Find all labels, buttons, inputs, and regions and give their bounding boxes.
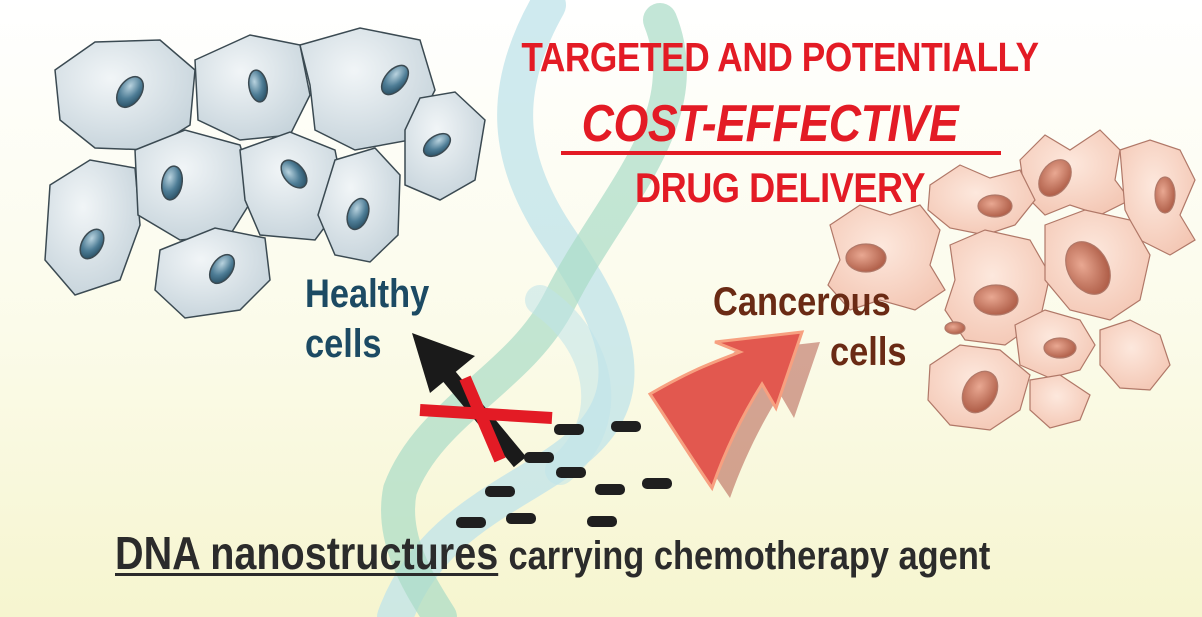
payload-dash: [642, 478, 672, 489]
cancer-cell: [1099, 319, 1171, 391]
cancer-nucleus: [977, 194, 1013, 218]
title-line-1: TARGETED AND POTENTIALLY: [521, 34, 1039, 80]
cancerous-cells-label-line-1: Cancerous: [713, 280, 891, 324]
payload-dash: [554, 424, 584, 435]
title-line-2: COST-EFFECTIVE: [581, 95, 959, 153]
payload-dash: [524, 452, 554, 463]
payload-dash: [587, 516, 617, 527]
cancerous-cells-cluster: [827, 129, 1196, 431]
cancer-cell: [1019, 129, 1131, 216]
dna-strand-blue-lower: [525, 285, 612, 485]
payload-dash: [456, 517, 486, 528]
caption-main: DNA nanostructures: [115, 527, 499, 579]
healthy-nucleus: [380, 64, 410, 96]
cancer-nucleus: [944, 321, 966, 335]
healthy-cells-label-line-1: Healthy: [305, 272, 430, 316]
cancer-nucleus: [973, 284, 1019, 316]
cancer-nucleus: [1154, 176, 1176, 214]
healthy-nucleus: [346, 197, 370, 231]
payload-dash: [611, 421, 641, 432]
payload-dash: [595, 484, 625, 495]
healthy-cells-label-line-2: cells: [305, 322, 382, 366]
cross-x-icon: [419, 375, 553, 463]
healthy-cells-cluster: [44, 27, 486, 319]
cancer-nucleus: [1043, 337, 1077, 359]
caption-rest: carrying chemotherapy agent: [508, 534, 991, 578]
cancer-nucleus: [845, 243, 887, 273]
healthy-cell: [44, 159, 141, 296]
healthy-nucleus: [160, 165, 184, 201]
cancer-nucleus: [1038, 159, 1072, 197]
healthy-nucleus: [422, 132, 452, 158]
payload-dash: [485, 486, 515, 497]
title-line-3: DRUG DELIVERY: [634, 164, 926, 211]
healthy-cell: [134, 129, 256, 241]
dna-strand-green: [381, 3, 687, 617]
cancerous-cells-label-line-2: cells: [830, 330, 907, 374]
healthy-nucleus: [208, 253, 236, 285]
title-underline: [561, 151, 1001, 155]
dna-strand-blue: [377, 0, 635, 617]
healthy-nucleus: [79, 228, 105, 260]
arrow-up-right-icon: [647, 330, 820, 498]
healthy-nucleus: [115, 75, 145, 109]
payload-dash: [506, 513, 536, 524]
cancer-cell: [1029, 374, 1091, 429]
cancer-nucleus: [1065, 241, 1111, 295]
cancer-nucleus: [961, 370, 999, 414]
dna-strands: [377, 0, 687, 617]
healthy-nucleus: [247, 69, 269, 103]
payload-dash: [556, 467, 586, 478]
healthy-nucleus: [280, 159, 308, 189]
nanostructure-payload-dashes: [456, 421, 672, 528]
